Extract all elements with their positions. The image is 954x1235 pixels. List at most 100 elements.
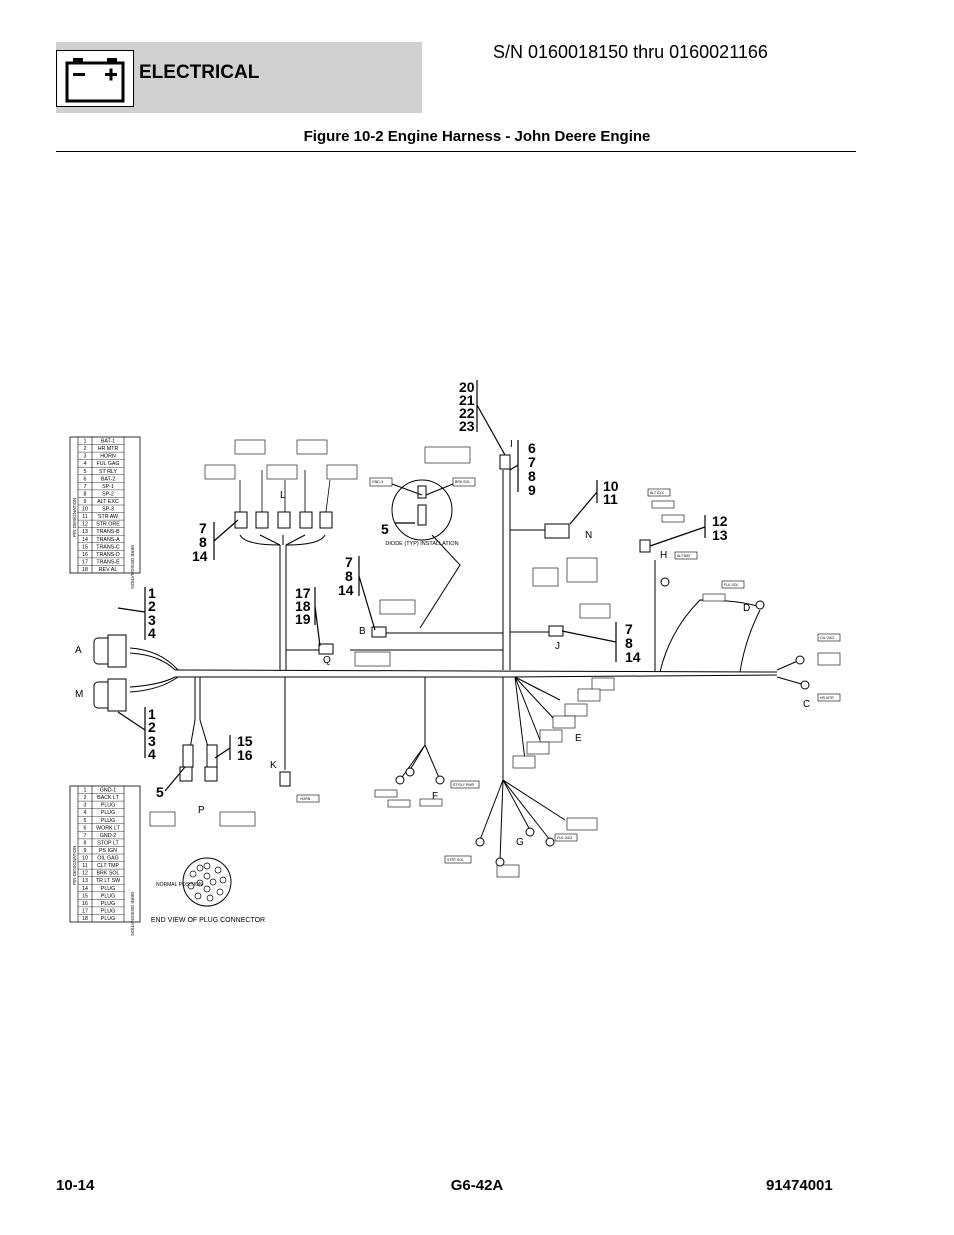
tag-st-rly-pwr: ST RLY PWR bbox=[453, 783, 474, 787]
callout-14-b: 14 bbox=[338, 582, 354, 598]
trunk-to-l bbox=[279, 545, 287, 670]
table_a-wire-11: STR AW bbox=[98, 514, 118, 520]
letter-m: M bbox=[75, 689, 83, 700]
callout-16: 16 bbox=[237, 747, 253, 763]
callout-10: 10 bbox=[603, 478, 619, 494]
callout-21: 21 bbox=[459, 392, 475, 408]
table_a-wire-14: TRANS-A bbox=[96, 537, 120, 543]
letter-f: F bbox=[432, 791, 438, 802]
table_m-wire-6: WORK LT bbox=[96, 825, 121, 831]
table_a-pin-12: 12 bbox=[82, 522, 88, 528]
table_a-wire-18: REV AL bbox=[99, 567, 118, 573]
table_m-wire-12: BRK SOL bbox=[97, 871, 120, 877]
callout-14-a: 14 bbox=[192, 548, 208, 564]
table_a-pin-10: 10 bbox=[82, 507, 88, 513]
footer-doc-number: 91474001 bbox=[766, 1177, 833, 1194]
table_a-pin-6: 6 bbox=[84, 476, 87, 482]
table_a-wire-12: STR ORE bbox=[96, 522, 120, 528]
tag-brk-sol: BRK SOL bbox=[455, 480, 470, 484]
table_a-pin-16: 16 bbox=[82, 552, 88, 558]
table_a-pin-9: 9 bbox=[84, 499, 87, 505]
table_m-pin-4: 4 bbox=[84, 810, 87, 816]
tag-gnd-3: GND-3 bbox=[372, 480, 383, 484]
table_m-wire-9: PS IGN bbox=[99, 848, 117, 854]
label-tags bbox=[149, 439, 841, 878]
branch-g bbox=[479, 677, 566, 861]
table_a-wire-3: HORN bbox=[100, 454, 116, 460]
figure-title: Figure 10-2 Engine Harness - John Deere … bbox=[303, 128, 651, 145]
table-a-wire-header: WIRE DESIGNATION bbox=[130, 545, 135, 589]
callout-2-a: 2 bbox=[148, 598, 156, 614]
letter-h: H bbox=[660, 550, 667, 561]
table_a-pin-2: 2 bbox=[84, 446, 87, 452]
callout-22: 22 bbox=[459, 405, 475, 421]
callout-19: 19 bbox=[295, 611, 311, 627]
table_a-pin-13: 13 bbox=[82, 529, 88, 535]
table_a-wire-10: SP-3 bbox=[102, 507, 114, 513]
table_a-wire-9: ALT EXC bbox=[97, 499, 119, 505]
table_a-pin-7: 7 bbox=[84, 484, 87, 490]
table_m-wire-17: PLUG bbox=[101, 908, 115, 914]
table_a-pin-11: 11 bbox=[82, 514, 88, 520]
callout-12: 12 bbox=[712, 513, 728, 529]
callout-20: 20 bbox=[459, 379, 475, 395]
plug-end-view bbox=[182, 857, 232, 907]
table-a-pin-header: PIN DESIGNATION bbox=[72, 498, 77, 537]
table_m-wire-1: GND-1 bbox=[100, 788, 117, 794]
table_m-wire-13: TR LT SW bbox=[96, 878, 120, 884]
table_m-pin-1: 1 bbox=[84, 788, 87, 794]
letter-l: L bbox=[280, 490, 286, 501]
table_m-wire-14: PLUG bbox=[101, 886, 115, 892]
tag-fuel-sol: FUL SOL bbox=[724, 583, 739, 587]
callout-8-a: 8 bbox=[199, 534, 207, 550]
l-connectors bbox=[234, 511, 333, 529]
table_a-pin-3: 3 bbox=[84, 454, 87, 460]
tag-alt-bat: ALT BAT bbox=[677, 554, 691, 558]
letter-g: G bbox=[516, 837, 524, 848]
battery-icon bbox=[56, 50, 134, 107]
tag-horn: HORN bbox=[300, 797, 311, 801]
callout-23: 23 bbox=[459, 418, 475, 434]
notes: DIODE (TYP) INSTALLATION NORMAL POSITION… bbox=[151, 541, 459, 924]
callout-9: 9 bbox=[528, 482, 536, 498]
harness-trunks bbox=[129, 470, 806, 861]
table_m-wire-7: GND-2 bbox=[100, 833, 117, 839]
callout-7-b: 7 bbox=[345, 554, 353, 570]
callout-7-a: 7 bbox=[199, 520, 207, 536]
header-rule bbox=[56, 151, 856, 152]
table_m-wire-16: PLUG bbox=[101, 901, 115, 907]
table_m-pin-13: 13 bbox=[82, 878, 88, 884]
callout-8-c: 8 bbox=[625, 635, 633, 651]
table_a-wire-17: TRANS-E bbox=[96, 559, 120, 565]
table_a-pin-8: 8 bbox=[84, 491, 87, 497]
table_m-pin-8: 8 bbox=[84, 840, 87, 846]
tag-strt-sol: STRT SOL bbox=[447, 858, 464, 862]
table_m-wire-8: STOP LT bbox=[97, 840, 119, 846]
callout-14-c: 14 bbox=[625, 649, 641, 665]
diode-installation bbox=[391, 479, 461, 629]
table_m-pin-18: 18 bbox=[82, 916, 88, 922]
branch-p bbox=[187, 677, 213, 761]
callout-15: 15 bbox=[237, 733, 253, 749]
letter-e: E bbox=[575, 733, 582, 744]
section-title: ELECTRICAL bbox=[139, 62, 260, 83]
table_m-wire-15: PLUG bbox=[101, 893, 115, 899]
table_a-wire-16: TRANS-D bbox=[96, 552, 120, 558]
table-m-wire-header: WIRE DESIGNATION bbox=[130, 892, 135, 936]
callout-13: 13 bbox=[712, 527, 728, 543]
footer-page: 10-14 bbox=[56, 1177, 95, 1194]
table_a-pin-1: 1 bbox=[84, 439, 87, 445]
table_m-wire-10: OIL GAG bbox=[97, 856, 119, 862]
table_a-pin-14: 14 bbox=[82, 537, 88, 543]
letter-b: B bbox=[359, 626, 366, 637]
trunk-to-i bbox=[502, 470, 511, 670]
tag-oil-gag: OIL GAG bbox=[820, 636, 835, 640]
table_m-wire-4: PLUG bbox=[101, 810, 115, 816]
connector-letters: A B C D E F G H I J K L M N P Q bbox=[75, 439, 810, 848]
table_a-pin-17: 17 bbox=[82, 559, 88, 565]
